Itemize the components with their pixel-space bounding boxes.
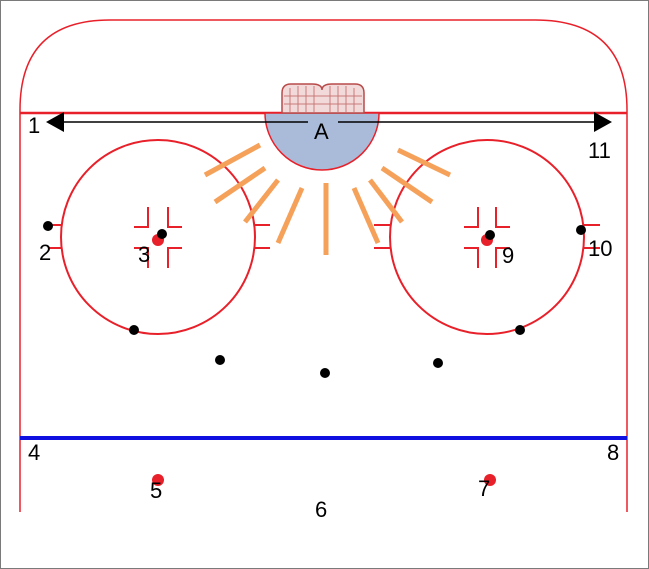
spot-label-2: 2 xyxy=(39,240,51,265)
neutral-dot-right xyxy=(484,474,496,486)
spot-label-1: 1 xyxy=(28,113,40,138)
spot-label-3: 3 xyxy=(138,242,150,267)
spot-label-7: 7 xyxy=(478,476,490,501)
spot-label-11: 11 xyxy=(588,138,611,163)
spot-label-9: 9 xyxy=(502,243,514,268)
shooting-lanes xyxy=(203,142,452,255)
spot-label-5: 5 xyxy=(150,478,162,503)
double-headed-arrow-icon xyxy=(46,112,612,132)
goal-label: A xyxy=(314,119,329,144)
spot-label-4: 4 xyxy=(28,440,40,465)
faceoff-marks-right xyxy=(464,207,510,268)
goal-crease xyxy=(264,112,380,171)
faceoff-circle-left xyxy=(60,139,256,335)
spot-label-6: 6 xyxy=(315,497,327,522)
faceoff-circle-right xyxy=(389,139,585,335)
neutral-dot-left xyxy=(152,474,164,486)
player-dots xyxy=(43,221,586,378)
faceoff-marks-left xyxy=(134,207,182,268)
circle-hash-marks xyxy=(48,224,600,249)
spot-label-10: 10 xyxy=(588,236,612,261)
spot-label-8: 8 xyxy=(607,440,619,465)
rink-boards xyxy=(19,19,628,512)
goal-net-icon xyxy=(281,83,365,114)
